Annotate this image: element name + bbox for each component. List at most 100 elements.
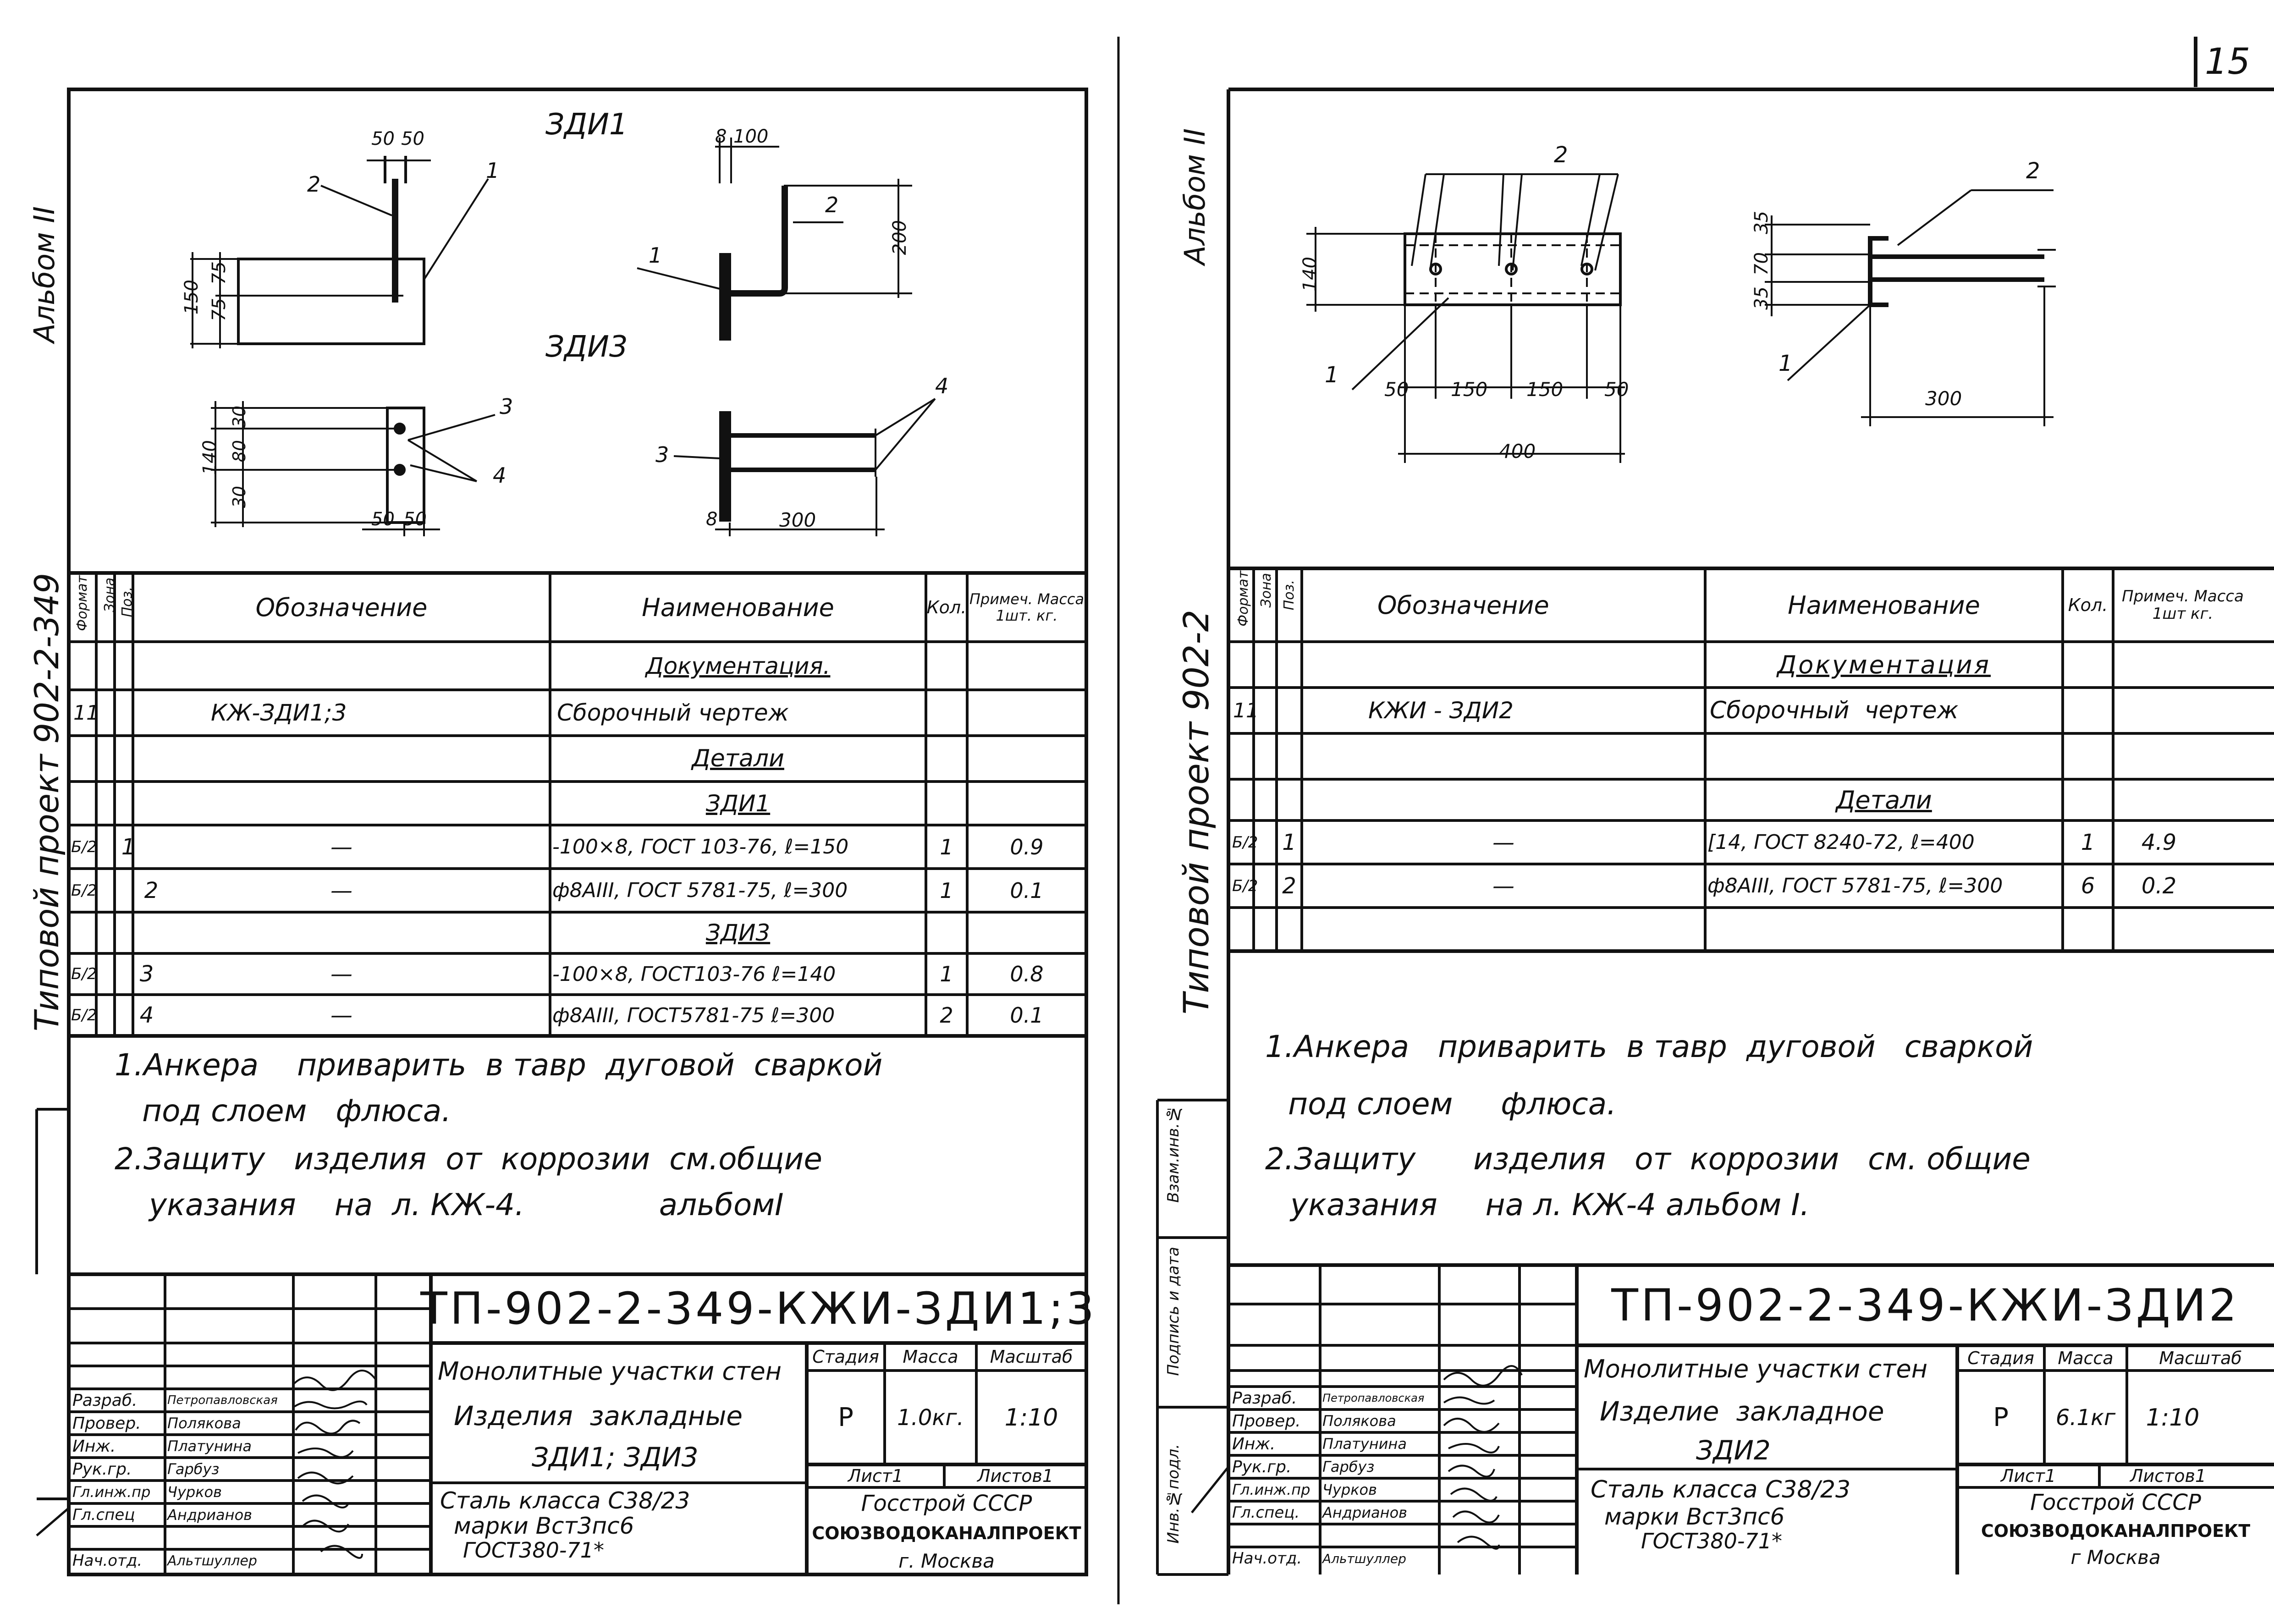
spec-row-format: Б/2 [1232,833,1258,852]
right-margin-project: Типовой проект 902-2 [1176,610,1217,1015]
pos-1-a: 1 [486,158,500,183]
spec-row-mass: 4.9 [2141,829,2177,855]
spec-row-pos: 3 [139,961,154,987]
stamp-h-stage: Стадия [812,1347,879,1367]
pos-2-c: 2 [1554,142,1568,168]
spec-h-pos: Поз. [1281,580,1297,611]
spec-doc-code: КЖИ - ЗДИ2 [1368,697,1514,724]
dim-150-r2: 150 [1526,378,1564,401]
dim-8-b: 8 [706,509,718,530]
spec-row-qty: 2 [940,1003,953,1028]
stamp-role: Разраб. [72,1391,138,1410]
pos-2-d: 2 [2026,158,2040,184]
spec-row-qty: 6 [2081,873,2095,899]
spec-sub-zdi1: ЗДИ1 [705,790,771,817]
pos-1-b: 1 [649,243,662,268]
pos-3-b: 3 [655,442,669,467]
stamp-title-line-1: Монолитные участки стен [438,1357,782,1386]
dim-8: 8 [715,126,727,147]
spec-h-qty: Кол. [2068,595,2108,615]
stamp-sheet: Лист1 [2000,1466,2056,1486]
spec-row-format: Б/2 [71,881,97,900]
pos-1-c: 1 [1325,362,1339,388]
spec-h-note: Примеч. Масса 1шт. кг. [969,590,1085,624]
spec-h-name: Наименование [1788,590,1980,620]
spec-section-doc: Документация. [645,652,831,679]
spec-h-qty: Кол. [926,597,967,617]
spec-row-name: [14, ГОСТ 8240-72, ℓ=400 [1707,831,1975,854]
stamp-h-stage: Стадия [1967,1348,2034,1368]
dim-75a: 75 [209,298,230,321]
stamp-mass: 1.0кг. [897,1404,964,1431]
dim-50a: 50 [371,128,395,149]
dim-300-r: 300 [1925,387,1962,410]
stamp-title-line-3: ЗДИ1; ЗДИ3 [532,1442,699,1473]
stamp-role: Инж. [1232,1434,1276,1453]
stamp-name: Андрианов [1322,1504,1408,1521]
spec-row-pos: 1 [121,834,136,860]
dim-140: 140 [199,440,220,475]
stamp-name: Гарбуз [167,1460,220,1478]
pos-3-a: 3 [500,394,513,419]
spec-row-code: — [330,834,352,860]
spec-doc-name: Сборочный чертеж [557,699,789,726]
spec-row-code: — [1492,873,1514,899]
spec-doc-code: КЖ-ЗДИ1;3 [211,699,347,726]
note-1-line-2: под слоем флюса. [1288,1086,1617,1122]
spec-row-pos: 2 [1282,873,1296,899]
spec-row-code: — [330,877,352,903]
stamp-name: Альтшуллер [167,1552,257,1569]
stamp-h-scale: Масштаб [2159,1348,2242,1368]
stamp-doc-code: ТП-902-2-349-КЖИ-ЗДИ1;3 [420,1283,1097,1334]
stamp-role: Разраб. [1232,1388,1297,1408]
dim-80: 80 [229,440,249,462]
spec-h-zone: Зона [1258,573,1274,608]
stamp-org-3: г. Москва [898,1549,995,1572]
right-margin-replace: Взам.инв.№ [1164,1105,1183,1203]
stamp-name: Платунина [167,1437,252,1455]
right-margin-album: Альбом II [1178,128,1211,265]
stamp-name: Полякова [1322,1412,1396,1430]
stamp-role: Рук.гр. [72,1459,132,1479]
stamp-sheets: Листов1 [977,1466,1054,1486]
dim-50c: 50 [371,509,395,530]
stamp-name: Петропавловская [1322,1392,1425,1404]
stamp-role: Гл.инж.пр [1232,1481,1310,1498]
left-margin-album: Альбом II [28,206,61,343]
stamp-role: Нач.отд. [1232,1549,1302,1568]
dim-400-r: 400 [1499,440,1536,462]
spec-doc-name: Сборочный чертеж [1710,697,1959,724]
dim-140-r: 140 [1299,257,1321,292]
stamp-title-line-2: Изделие закладное [1600,1396,1884,1427]
spec-h-code: Обозначение [1377,590,1549,620]
stamp-sheets: Листов1 [2130,1466,2207,1486]
stamp-role: Провер. [1232,1411,1301,1431]
spec-row-code: — [330,961,352,987]
spec-row-pos: 4 [139,1002,154,1028]
stamp-role: Нач.отд. [72,1552,143,1570]
pos-1-d: 1 [1778,351,1793,376]
stamp-role: Гл.инж.пр [72,1483,151,1501]
spec-sub-zdi3: ЗДИ3 [705,919,771,946]
spec-h-format: Формат [74,575,90,631]
stamp-h-scale: Масштаб [990,1347,1073,1367]
stamp-material-3: ГОСТ380-71* [463,1538,604,1563]
page-number: 15 [2205,41,2251,83]
spec-section-doc: Документация [1777,650,1991,679]
stamp-org-2: СОЮЗВОДОКАНАЛПРОЕКТ [1981,1521,2251,1541]
note-2-line-1: 2.Защиту изделия от коррозии см.общие [115,1141,823,1177]
note-1-line-1: 1.Анкера приварить в тавр дуговой сварко… [1265,1029,2033,1064]
spec-row-mass: 0.1 [1010,1003,1044,1028]
stamp-material-2: марки Вст3пс6 [454,1513,634,1539]
stamp-role: Инж. [72,1437,116,1456]
right-margin-sign: Подпись и дата [1164,1247,1183,1376]
spec-row-name: ф8АIII, ГОСТ 5781-75, ℓ=300 [552,879,848,902]
spec-row-format: Б/2 [71,1006,97,1024]
spec-row-format: Б/2 [71,837,97,856]
dim-50-r2: 50 [1604,378,1629,401]
stamp-name: Чурков [1322,1481,1377,1498]
spec-row-mass: 0.9 [1010,834,1044,859]
spec-row-mass: 0.1 [1010,878,1044,903]
spec-h-name: Наименование [642,593,834,622]
